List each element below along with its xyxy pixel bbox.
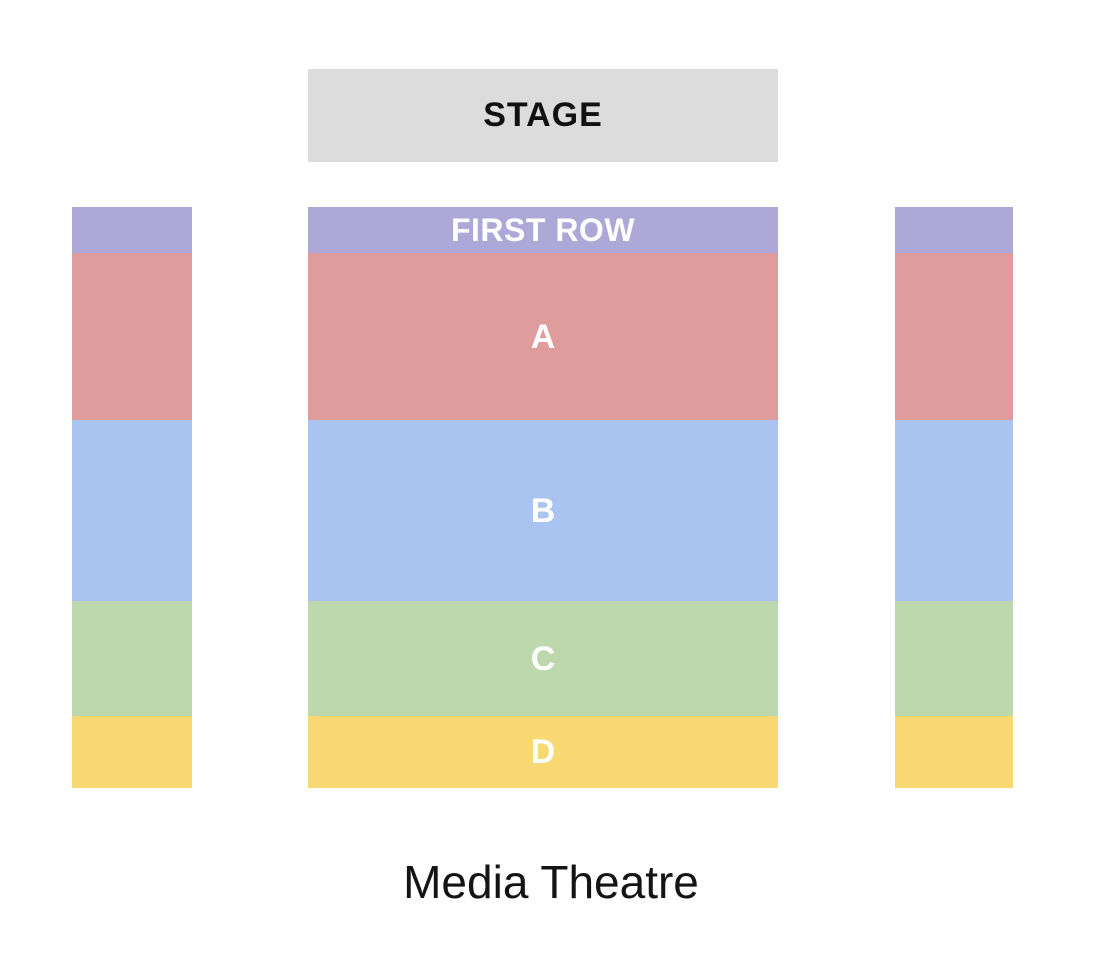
venue-title: Media Theatre bbox=[403, 856, 699, 908]
section-label-a: A bbox=[530, 317, 556, 356]
right-section-d[interactable] bbox=[895, 716, 1013, 788]
right-section-first-row[interactable] bbox=[895, 207, 1013, 253]
right-section-c[interactable] bbox=[895, 601, 1013, 716]
center-section-first-row[interactable]: FIRST ROW bbox=[308, 207, 778, 253]
left-seating-block bbox=[72, 207, 192, 788]
section-label-b: B bbox=[530, 491, 556, 530]
center-section-d[interactable]: D bbox=[308, 716, 778, 788]
section-label-c: C bbox=[530, 639, 556, 678]
right-section-a[interactable] bbox=[895, 253, 1013, 420]
left-section-c[interactable] bbox=[72, 601, 192, 716]
section-label-d: D bbox=[530, 733, 556, 771]
left-section-b[interactable] bbox=[72, 420, 192, 601]
left-section-a[interactable] bbox=[72, 253, 192, 420]
center-seating-block: FIRST ROW A B C D bbox=[308, 207, 778, 788]
center-section-b[interactable]: B bbox=[308, 420, 778, 601]
center-section-a[interactable]: A bbox=[308, 253, 778, 420]
stage-area: STAGE bbox=[308, 69, 778, 162]
right-seating-block bbox=[895, 207, 1013, 788]
left-section-first-row[interactable] bbox=[72, 207, 192, 253]
section-label-first-row: FIRST ROW bbox=[450, 212, 636, 248]
left-section-d[interactable] bbox=[72, 716, 192, 788]
center-section-c[interactable]: C bbox=[308, 601, 778, 716]
right-section-b[interactable] bbox=[895, 420, 1013, 601]
stage-label: STAGE bbox=[483, 96, 603, 134]
